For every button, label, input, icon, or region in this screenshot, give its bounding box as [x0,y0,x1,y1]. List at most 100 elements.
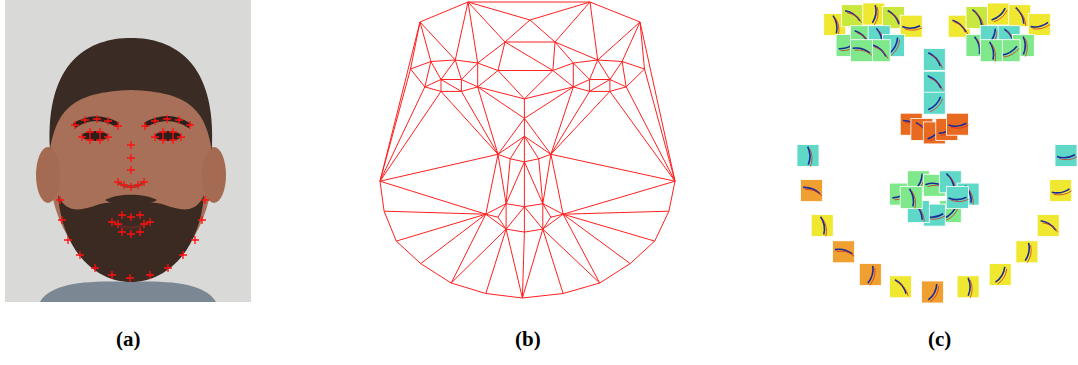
landmark-cross [191,236,199,244]
gabor-patch [987,3,1009,25]
eyebrow [74,119,118,126]
mesh-edge [630,241,655,264]
mesh-edge [524,159,538,162]
gabor-stroke [1025,243,1029,261]
mesh-edge [411,62,431,70]
mesh-edge [640,22,645,69]
mesh-edge [451,214,486,283]
landmark-cross [169,136,177,144]
mesh-edge [425,80,441,87]
mesh-edge [551,154,563,214]
gabor-stroke [928,97,941,110]
mesh-edge [551,154,675,181]
mesh-edge [478,63,498,71]
gabor-patch [811,215,833,237]
mesh-edge [468,2,530,20]
gabor-stroke [823,219,827,237]
mesh-edge [524,136,551,154]
mesh-edge [468,2,505,42]
mesh-edge [669,181,675,211]
mesh-edge [563,214,600,283]
mesh-edge [563,181,675,214]
gabor-patch [957,276,979,298]
hair [50,38,213,150]
mesh-edge [600,264,631,283]
landmark-cross [136,211,144,219]
gabor-stroke [1031,22,1049,27]
gabor-stroke [994,10,1008,22]
mesh-edge [451,283,486,294]
landmark-cross [64,236,72,244]
ear [36,147,60,203]
mesh-edge [505,42,555,43]
gabor-stroke [1018,10,1026,26]
gabor-stroke [890,13,901,27]
gabor-stroke [951,199,969,201]
gabor-stroke [1025,39,1027,57]
mesh-edge [506,162,524,204]
mesh-edge [551,87,573,154]
mesh-edge [563,214,655,241]
mesh-edge [543,229,600,283]
landmark-cross [127,141,135,149]
gabor-stroke [1043,223,1058,233]
mesh-edge [411,69,425,87]
mesh-edge [431,60,455,62]
gabor-patch [1055,145,1077,167]
landmark-cross [86,128,94,136]
mesh-edge [524,136,525,162]
mesh-edge [563,214,630,263]
mesh-edge [506,204,507,229]
mesh-edge [506,207,524,229]
mesh-edge [486,214,506,229]
landmark-cross [169,128,177,136]
landmark-cross [136,228,144,236]
mesh-edge [455,2,468,60]
gabor-stroke [855,50,872,55]
mesh-edge [522,229,542,298]
gabor-stroke [1057,155,1075,158]
ear [202,147,226,203]
mesh-edge [622,62,626,87]
mesh-edge [498,154,510,159]
gabor-stroke [992,8,1006,20]
panel-label: (b) [515,327,541,352]
mesh-edge [598,60,610,80]
landmark-cross [140,220,148,228]
gabor-stroke [874,47,888,59]
mesh-edge [524,207,542,229]
mesh-edge [573,87,589,92]
landmark-cross [127,183,135,191]
eye [82,131,108,141]
gabor-stroke [912,191,916,209]
mesh-edge [380,181,486,214]
landmark-cross [104,133,112,141]
mesh-edge [498,42,505,71]
mesh-edge [573,80,589,87]
gabor-stroke [930,286,939,302]
landmark-cross [201,196,209,204]
gabor-stroke [805,189,822,195]
mesh-edge [505,20,530,42]
gabor-patch [923,92,945,114]
mesh-edge [622,22,640,62]
landmark-cross [118,211,126,219]
gabor-stroke [927,216,945,219]
mesh-edge [498,71,524,99]
landmark-cross [127,213,135,221]
mesh-edge [478,71,498,87]
gabor-stroke [970,280,972,298]
mesh-edge [421,214,486,263]
landmark-cross [127,230,135,238]
mesh-edge [590,2,640,22]
mesh-edge [380,87,425,181]
mesh-edge [573,63,589,80]
mesh-edge [610,87,626,92]
landmark-cross [163,115,171,123]
gabor-stroke [1041,221,1056,231]
gabor-stroke [872,45,886,57]
gabor-stroke [930,78,943,90]
landmark-cross [108,218,116,226]
mesh-edge [589,80,590,92]
